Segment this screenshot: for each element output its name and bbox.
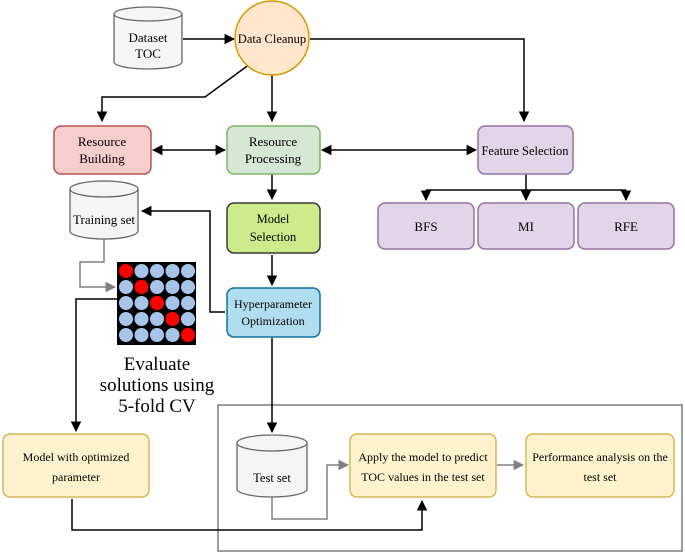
cv-training-fold-cell (134, 296, 149, 310)
cv-caption-line1: Evaluate (124, 354, 190, 375)
resource-processing-line1: Resource (249, 134, 298, 149)
dataset-toc-node: Dataset TOC (113, 6, 183, 70)
cv-validation-fold-cell (119, 264, 133, 278)
apply-model-line1: Apply the model to predict (358, 450, 488, 464)
cv-training-fold-cell (181, 280, 195, 294)
edge-feature-branches (426, 174, 626, 191)
cv-validation-fold-cell (134, 280, 149, 294)
edge-grid-model (70, 298, 117, 433)
model-optimized-line2: parameter (52, 470, 100, 484)
edge-cleanup-building (96, 63, 251, 123)
bfs-node: BFS (377, 202, 475, 250)
rfe-label: RFE (614, 219, 638, 234)
performance-analysis-line2: test set (584, 470, 618, 484)
cv-training-fold-cell (119, 328, 133, 342)
edge-hyper-training (140, 205, 225, 313)
cv-training-fold-cell (150, 312, 164, 326)
apply-model-line2: TOC values in the test set (361, 470, 485, 484)
cv-caption-line2: solutions using (100, 375, 215, 396)
cv-training-fold-cell (150, 328, 164, 342)
cv-validation-fold-cell (181, 328, 195, 342)
resource-processing-node: Resource Processing (226, 125, 321, 175)
cv-caption: Evaluate solutions using 5-fold CV (100, 354, 215, 417)
cv-validation-fold-cell (165, 312, 180, 326)
cv-training-fold-cell (165, 328, 180, 342)
cv-training-fold-cell (150, 264, 164, 278)
model-optimized-line1: Model with optimized (23, 450, 130, 464)
data-cleanup-node: Data Cleanup (234, 0, 310, 76)
feature-selection-label: Feature Selection (481, 144, 569, 158)
hyperparameter-node: Hyperparameter Optimization (226, 287, 321, 338)
cv-training-fold-cell (181, 312, 195, 326)
test-set-node: Test set (236, 434, 308, 498)
connectors (70, 33, 632, 531)
cv-training-fold-cell (165, 296, 180, 310)
data-cleanup-label: Data Cleanup (238, 32, 306, 46)
mi-node: MI (477, 202, 575, 250)
apply-model-node: Apply the model to predict TOC values in… (349, 433, 497, 498)
cv-training-fold-cell (119, 312, 133, 326)
model-selection-line2: Selection (250, 230, 297, 244)
cv-training-fold-cell (150, 280, 164, 294)
resource-building-line2: Building (79, 151, 125, 166)
test-stage-frame (217, 404, 683, 552)
edge-cleanup-feature (310, 38, 530, 123)
cv-training-fold-cell (181, 264, 195, 278)
resource-building-line1: Resource (78, 134, 127, 149)
mi-label: MI (518, 219, 534, 234)
cv-caption-line3: 5-fold CV (118, 396, 196, 417)
dataset-label-line2: TOC (135, 46, 161, 61)
edge-test-apply (271, 459, 350, 520)
hyperparameter-line2: Optimization (241, 314, 304, 328)
cv-training-fold-cell (165, 280, 180, 294)
rfe-node: RFE (577, 202, 675, 250)
edge-training-grid (79, 239, 117, 293)
edge-model-apply (71, 499, 428, 531)
cv-training-fold-cell (119, 280, 133, 294)
hyperparameter-line1: Hyperparameter (234, 297, 312, 311)
cv-training-fold-cell (134, 328, 149, 342)
cv-validation-fold-cell (150, 296, 164, 310)
model-selection-node: Model Selection (226, 202, 321, 254)
training-set-label: Training set (73, 212, 135, 227)
grey-connectors (79, 239, 350, 520)
model-optimized-node: Model with optimized parameter (2, 433, 150, 498)
dataset-label-line1: Dataset (129, 30, 168, 45)
performance-analysis-line1: Performance analysis on the (532, 450, 668, 464)
cv-training-fold-cell (181, 296, 195, 310)
training-set-node: Training set (69, 180, 139, 240)
resource-processing-line2: Processing (245, 151, 302, 166)
feature-selection-node: Feature Selection (477, 125, 574, 175)
test-set-label: Test set (253, 471, 291, 485)
model-selection-line1: Model (257, 212, 290, 226)
cv-grid-cells (119, 264, 195, 342)
bfs-label: BFS (414, 219, 437, 234)
performance-analysis-node: Performance analysis on the test set (525, 433, 675, 498)
cv-training-fold-cell (134, 264, 149, 278)
cv-training-fold-cell (119, 296, 133, 310)
resource-building-node: Resource Building (53, 125, 152, 175)
cv-training-fold-cell (134, 312, 149, 326)
cv-grid (117, 262, 196, 345)
cv-training-fold-cell (165, 264, 180, 278)
